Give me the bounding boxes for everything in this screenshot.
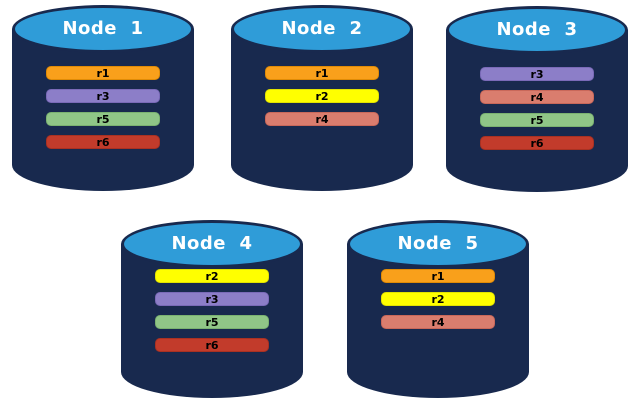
replica-bar-r5: r5 [480, 113, 594, 127]
replica-bar-r1: r1 [265, 66, 379, 80]
replica-label: r1 [431, 269, 445, 283]
replica-label: r2 [205, 269, 219, 283]
node-5-cylinder: Node 5 r1 r2 r4 [347, 220, 529, 398]
node-3-cylinder: Node 3 r3 r4 r5 r6 [446, 6, 628, 192]
replica-stack: r1 r2 r4 [381, 269, 495, 329]
node-title: Node 1 [62, 18, 144, 39]
cylinder-top: Node 3 [446, 6, 628, 54]
replica-bar-r3: r3 [480, 67, 594, 81]
cylinder-top: Node 1 [12, 5, 194, 53]
replica-label: r3 [205, 292, 219, 306]
node-title: Node 4 [171, 233, 253, 254]
replica-label: r4 [431, 315, 445, 329]
replica-bar-r1: r1 [46, 66, 160, 80]
replica-label: r5 [530, 113, 544, 127]
replica-label: r4 [530, 90, 544, 104]
replica-label: r3 [96, 89, 110, 103]
node-title: Node 3 [496, 19, 578, 40]
replica-bar-r2: r2 [381, 292, 495, 306]
replica-label: r6 [530, 136, 544, 150]
replica-stack: r1 r2 r4 [265, 66, 379, 126]
replica-bar-r6: r6 [480, 136, 594, 150]
replica-bar-r2: r2 [155, 269, 269, 283]
node-4-cylinder: Node 4 r2 r3 r5 r6 [121, 220, 303, 398]
replica-label: r1 [315, 66, 329, 80]
cylinder-top: Node 4 [121, 220, 303, 268]
replica-stack: r2 r3 r5 r6 [155, 269, 269, 352]
replica-label: r2 [315, 89, 329, 103]
replica-bar-r3: r3 [155, 292, 269, 306]
replica-label: r5 [96, 112, 110, 126]
replica-bar-r5: r5 [155, 315, 269, 329]
cylinder-top: Node 2 [231, 5, 413, 53]
replica-label: r6 [205, 338, 219, 352]
node-title: Node 2 [281, 18, 363, 39]
replica-label: r5 [205, 315, 219, 329]
replica-bar-r4: r4 [480, 90, 594, 104]
replica-label: r1 [96, 66, 110, 80]
replica-label: r4 [315, 112, 329, 126]
replica-label: r3 [530, 67, 544, 81]
replica-bar-r3: r3 [46, 89, 160, 103]
cylinder-top: Node 5 [347, 220, 529, 268]
cylinder-body [446, 30, 628, 192]
replica-bar-r4: r4 [381, 315, 495, 329]
node-title: Node 5 [397, 233, 479, 254]
node-2-cylinder: Node 2 r1 r2 r4 [231, 5, 413, 191]
node-1-cylinder: Node 1 r1 r3 r5 r6 [12, 5, 194, 191]
replica-bar-r5: r5 [46, 112, 160, 126]
replica-label: r2 [431, 292, 445, 306]
replica-label: r6 [96, 135, 110, 149]
replica-bar-r6: r6 [46, 135, 160, 149]
replica-stack: r3 r4 r5 r6 [480, 67, 594, 150]
cylinder-body [12, 29, 194, 191]
replica-bar-r2: r2 [265, 89, 379, 103]
replica-bar-r6: r6 [155, 338, 269, 352]
replica-bar-r1: r1 [381, 269, 495, 283]
replica-stack: r1 r3 r5 r6 [46, 66, 160, 149]
cylinder-body [231, 29, 413, 191]
replica-bar-r4: r4 [265, 112, 379, 126]
